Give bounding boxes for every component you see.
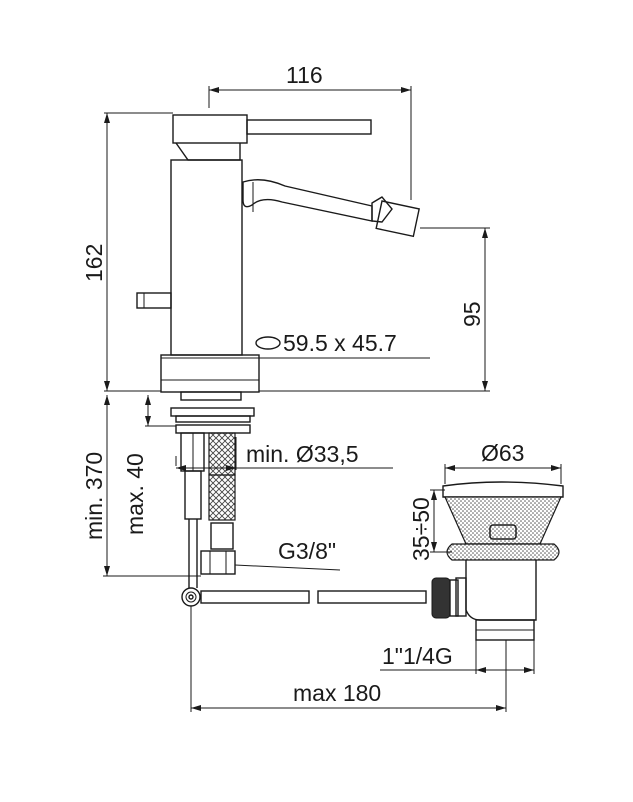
dimension-lines	[103, 86, 562, 712]
popup-rod	[181, 587, 427, 607]
dim-max-40-label: max. 40	[122, 453, 148, 535]
dim-116-label: 116	[286, 62, 323, 88]
dim-max-180-label: max 180	[293, 680, 381, 706]
dim-waste-thread-label: 1"1/4G	[382, 643, 453, 669]
dim-95-label: 95	[459, 301, 485, 327]
mounting-assembly	[170, 391, 255, 588]
dim-min-370-label: min. 370	[81, 452, 107, 540]
dim-hole-label: min. Ø33,5	[246, 441, 359, 467]
dim-oval-label: 59.5 x 45.7	[283, 330, 397, 356]
dim-162-label: 162	[81, 244, 107, 282]
dim-g38-label: G3/8"	[278, 538, 336, 564]
dim-63-label: Ø63	[481, 440, 524, 466]
dim-35-50-label: 35÷50	[408, 497, 434, 561]
waste-assembly	[431, 481, 564, 641]
oval-symbol-icon	[255, 336, 281, 350]
mixer-body	[136, 114, 420, 393]
